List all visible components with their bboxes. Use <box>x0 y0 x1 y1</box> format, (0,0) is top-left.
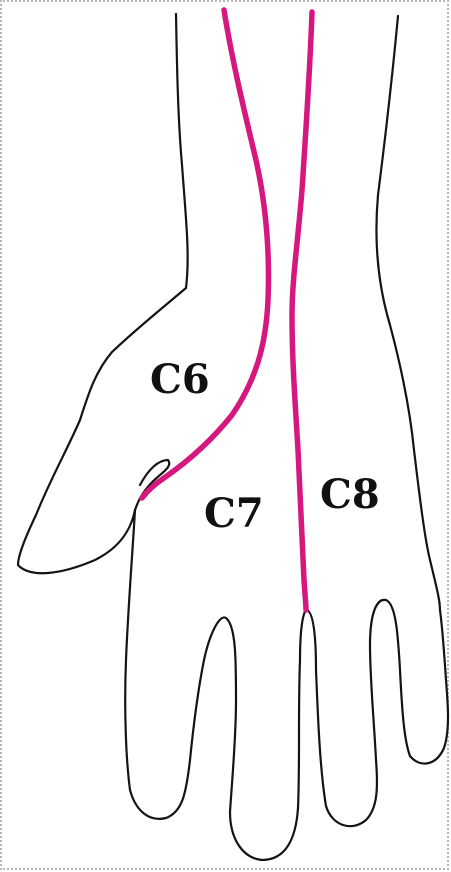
index-finger <box>130 617 236 818</box>
forearm-left-contour <box>18 14 188 573</box>
boundary-c7-c8 <box>292 12 312 610</box>
boundary-c6-c7 <box>142 10 269 498</box>
ring-finger <box>326 600 410 826</box>
forearm-right-contour <box>377 16 441 610</box>
region-label-c7: C7 <box>204 490 264 537</box>
middle-finger <box>230 610 326 860</box>
little-finger <box>410 610 448 764</box>
region-label-c6: C6 <box>150 356 210 403</box>
region-label-c8: C8 <box>320 471 380 518</box>
palm-left-edge <box>125 510 135 790</box>
hand-outline <box>18 14 448 860</box>
